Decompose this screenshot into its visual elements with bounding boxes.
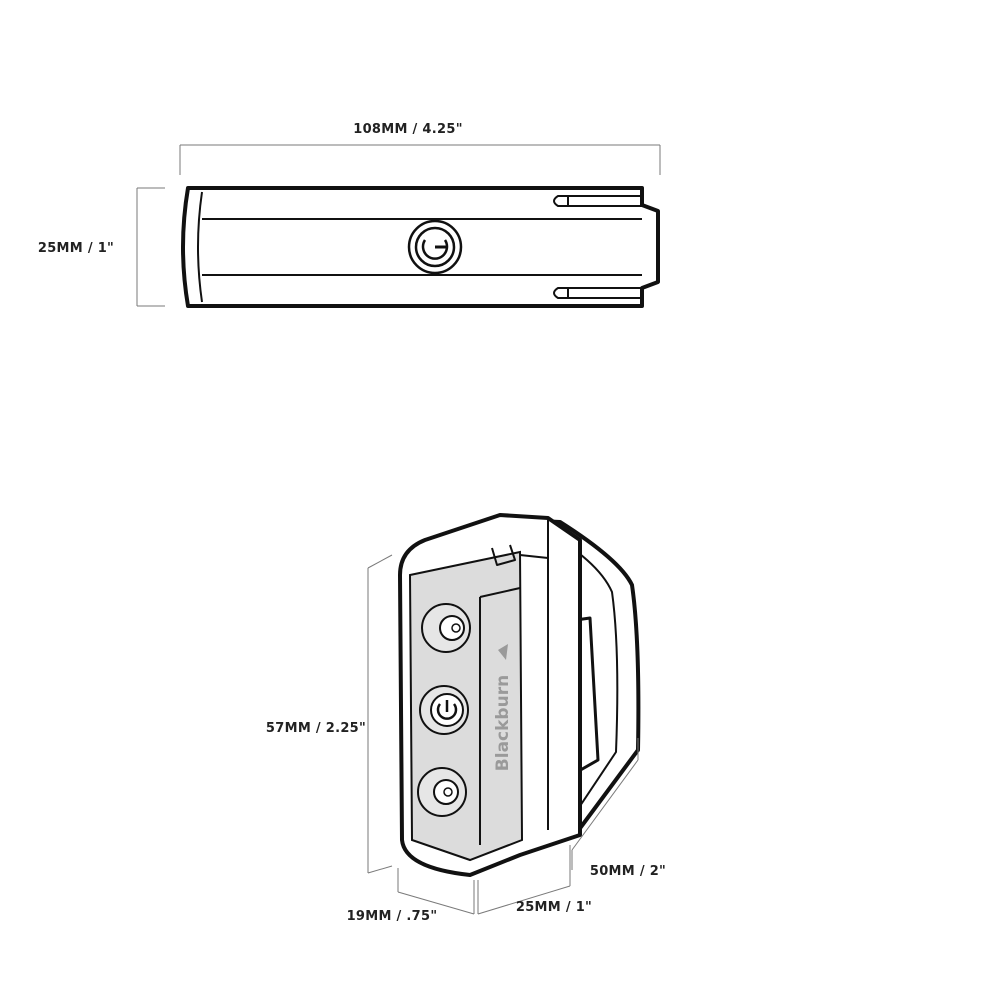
height-dimension: 25MM / 1" <box>38 187 165 307</box>
front-view: Blackburn 57MM / 2.25" 19MM / .75" 25MM … <box>266 513 666 924</box>
front-width-dimension: 19MM / .75" <box>347 868 475 924</box>
power-icon <box>419 685 469 735</box>
brand: Blackburn <box>493 644 513 771</box>
height-label: 25MM / 1" <box>38 241 114 256</box>
front-buttons <box>417 603 471 817</box>
side-width-dimension: 25MM / 1" <box>477 845 592 915</box>
height-dimension-front: 57MM / 2.25" <box>266 554 393 874</box>
top-view: 108MM / 4.25" 25MM / 1" <box>38 122 661 308</box>
front-width-label: 19MM / .75" <box>347 909 438 924</box>
width-dimension: 108MM / 4.25" <box>179 122 661 175</box>
depth-label: 50MM / 2" <box>590 864 666 879</box>
side-width-label: 25MM / 1" <box>516 900 592 915</box>
round-button-icon <box>421 603 471 653</box>
blackburn-logo-icon <box>498 644 508 660</box>
light-body-top <box>181 186 660 308</box>
height-label-front: 57MM / 2.25" <box>266 721 366 736</box>
depth-dimension: 50MM / 2" <box>571 738 666 879</box>
width-label: 108MM / 4.25" <box>353 122 463 137</box>
round-button-icon <box>417 767 467 817</box>
brand-text: Blackburn <box>493 675 513 771</box>
power-icon <box>407 219 463 275</box>
